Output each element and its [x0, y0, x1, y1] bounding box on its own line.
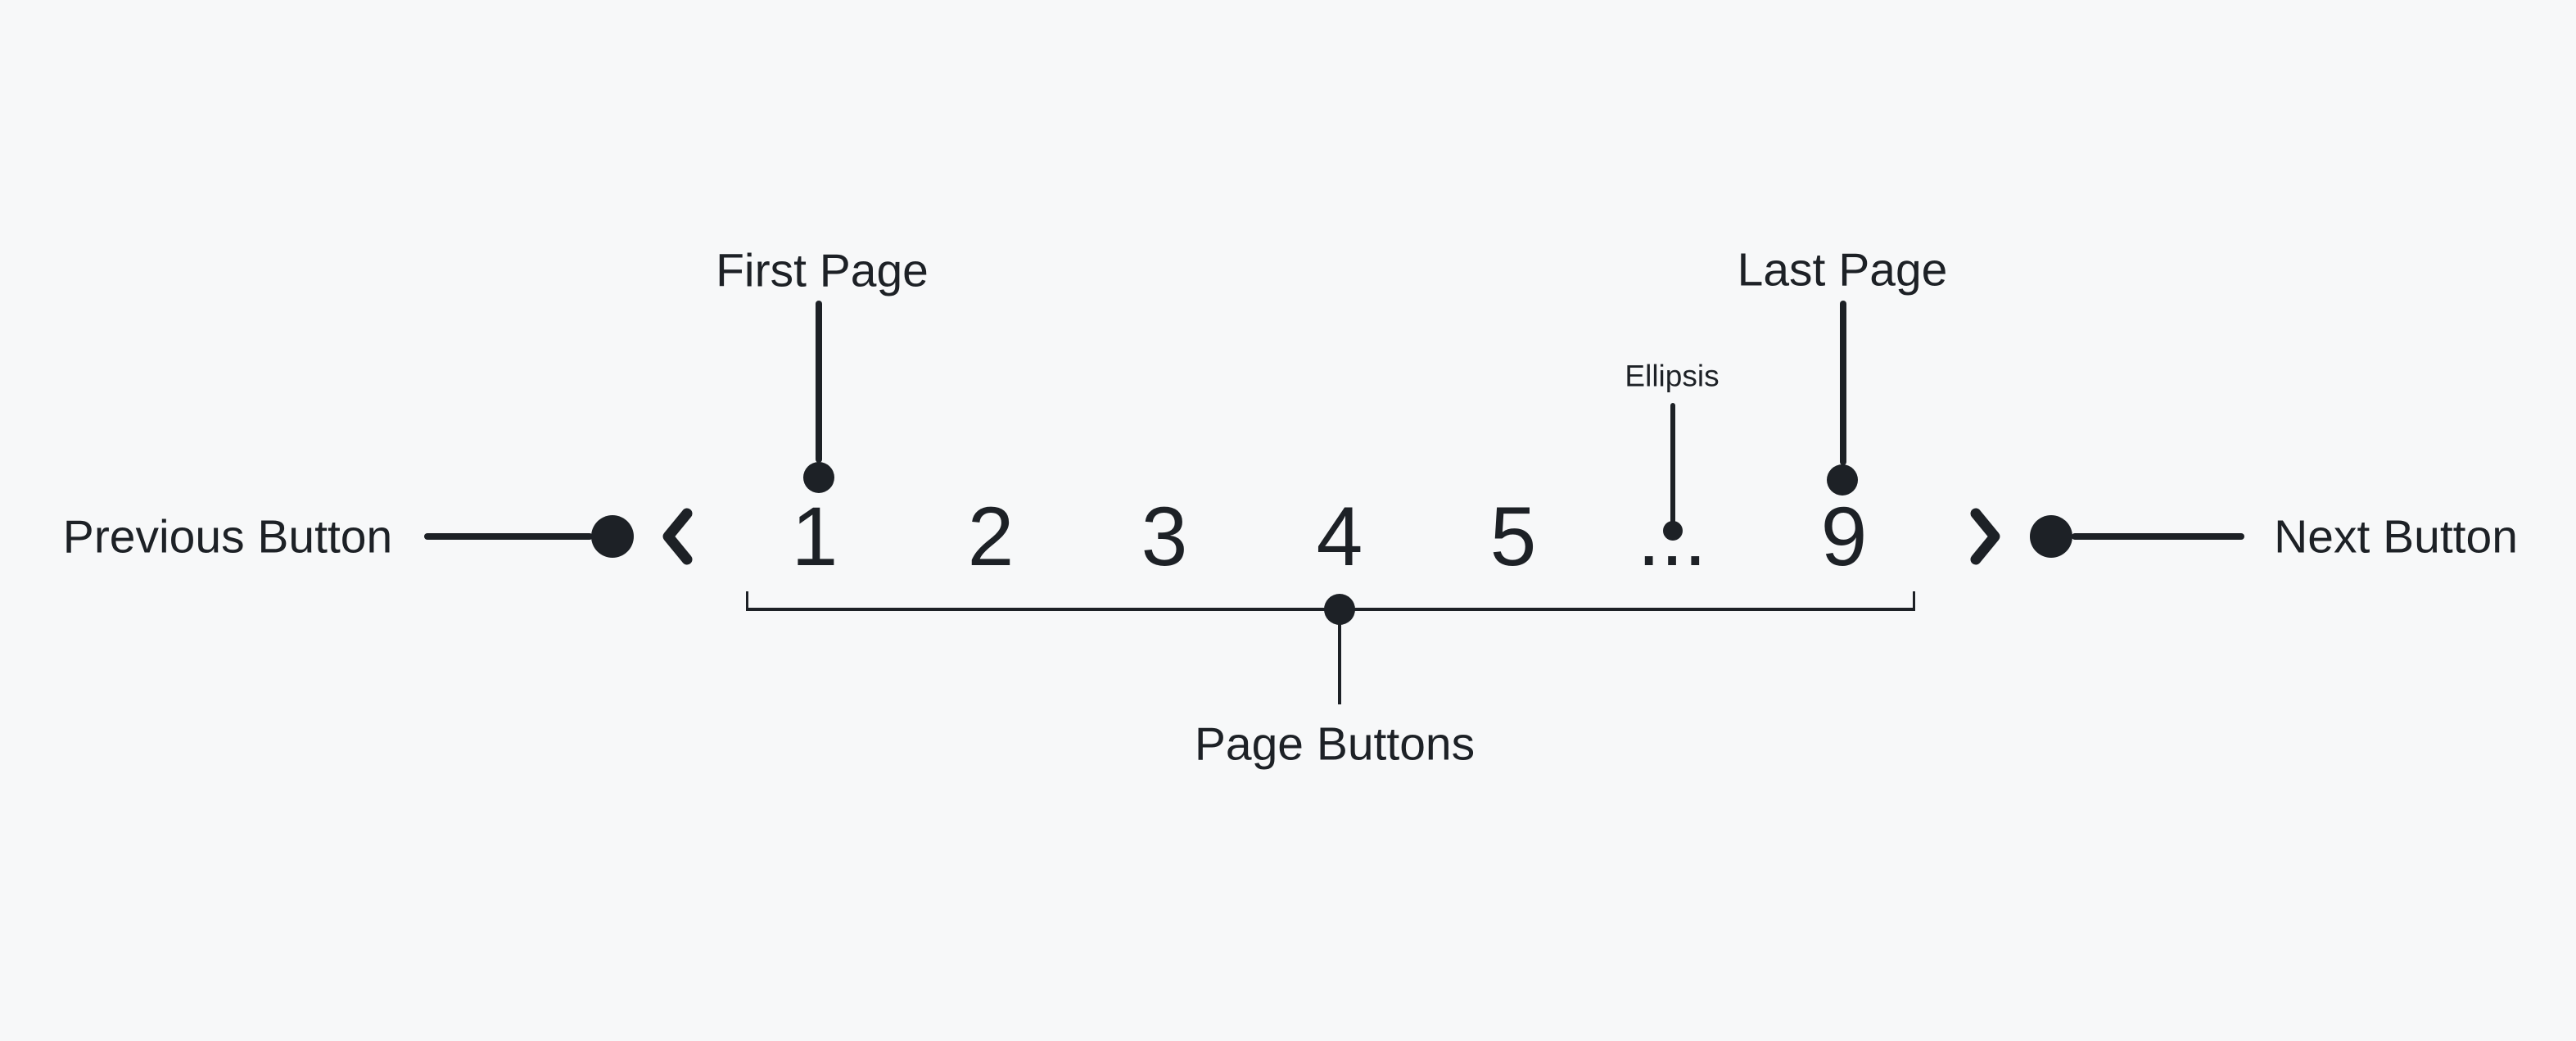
previous-button-label: Previous Button	[62, 510, 393, 563]
ellipsis-label: Ellipsis	[1625, 359, 1720, 393]
chevron-right-icon[interactable]	[1966, 506, 2005, 567]
ellipsis-pointer-line	[1670, 403, 1675, 524]
page-button-1[interactable]: 1	[791, 490, 838, 583]
previous-connector-dot	[591, 515, 634, 558]
pagination-ellipsis: ...	[1637, 490, 1707, 583]
ellipsis-pointer-dot	[1663, 521, 1683, 541]
chevron-left-icon[interactable]	[658, 506, 697, 567]
previous-connector-line	[424, 533, 593, 540]
page-button-5[interactable]: 5	[1489, 490, 1537, 583]
page-buttons-stem-line	[1338, 609, 1341, 704]
first-page-pointer-dot	[803, 462, 834, 493]
last-page-pointer-dot	[1827, 464, 1858, 496]
page-button-3[interactable]: 3	[1141, 490, 1188, 583]
next-connector-line	[2072, 533, 2244, 540]
first-page-label: First Page	[716, 244, 929, 297]
last-page-label: Last Page	[1737, 243, 1948, 296]
first-page-pointer-line	[816, 301, 822, 463]
page-button-2[interactable]: 2	[967, 490, 1015, 583]
page-button-4[interactable]: 4	[1316, 490, 1363, 583]
last-page-pointer-line	[1840, 301, 1846, 465]
page-buttons-label: Page Buttons	[1194, 717, 1476, 771]
page-button-9[interactable]: 9	[1820, 490, 1868, 583]
next-connector-dot	[2030, 515, 2072, 558]
next-button-label: Next Button	[2274, 510, 2518, 563]
